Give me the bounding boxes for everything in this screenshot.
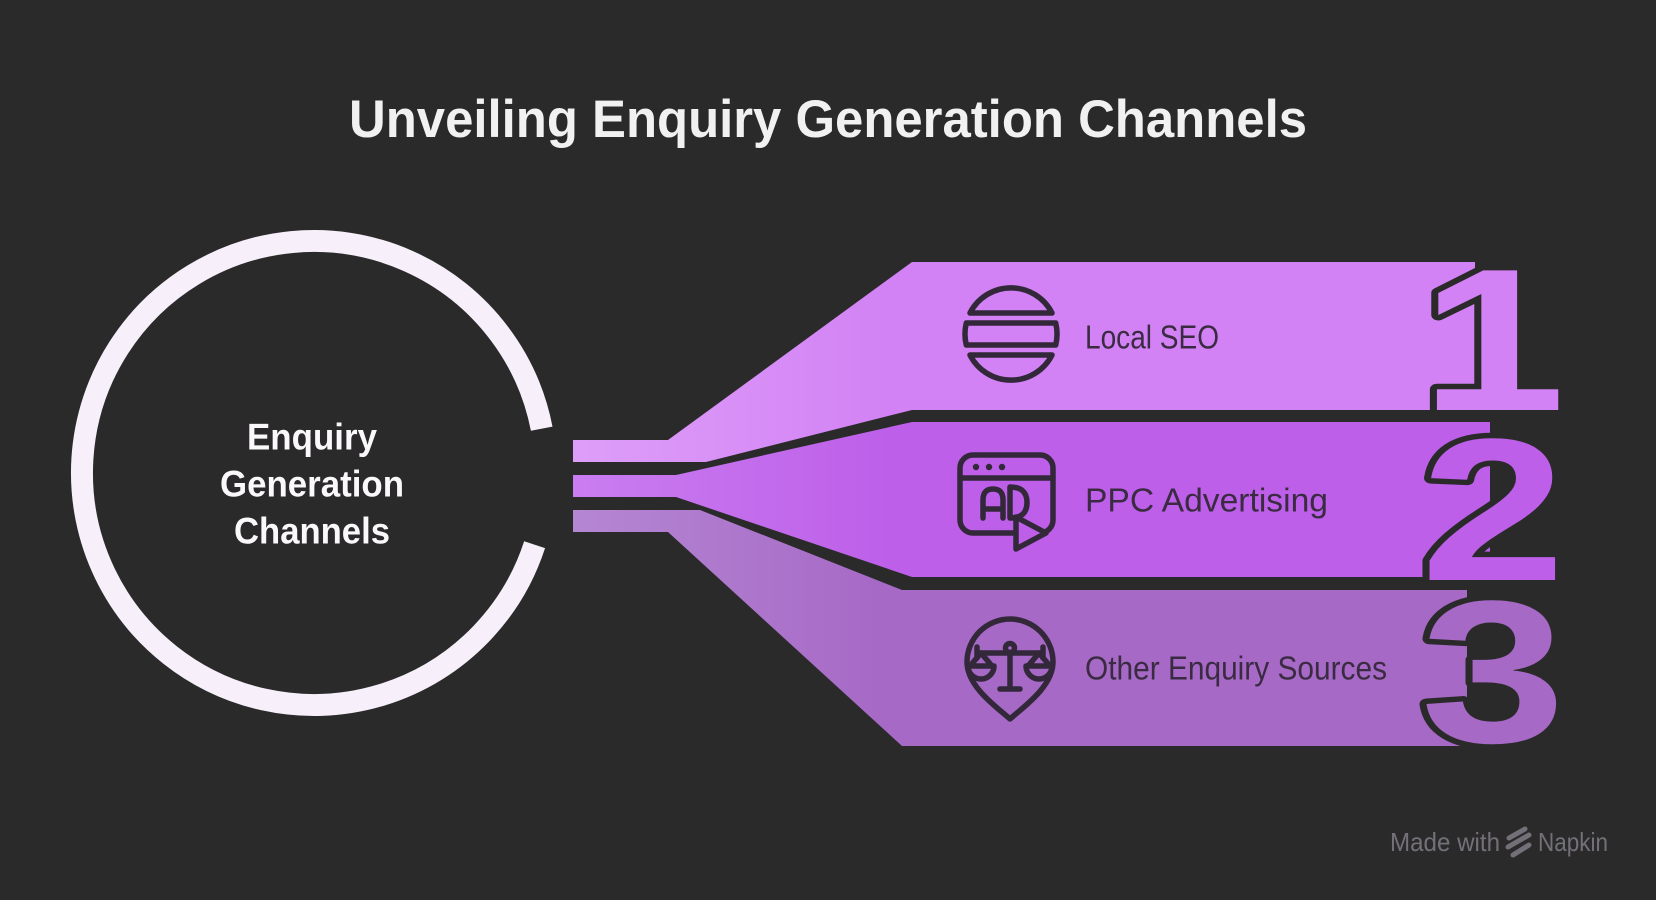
sphere-middle-slice: [962, 320, 1060, 348]
browser-dot: [972, 463, 980, 471]
channel-1-number: 1: [1421, 227, 1566, 454]
scales-left-pan: [965, 650, 997, 682]
scales-map-pin-icon: [964, 616, 1056, 722]
sphere-bottom-slice: [967, 352, 1055, 383]
scales-right-pan: [1023, 650, 1055, 682]
hub-ring: [70, 230, 553, 716]
channel-2-label: PPC Advertising: [1085, 482, 1328, 519]
channel-3-label: Other Enquiry Sources: [1085, 650, 1387, 687]
ad-letter-a: [980, 486, 1006, 521]
channel-1-ribbon: [573, 262, 1475, 462]
page-title: Unveiling Enquiry Generation Channels: [349, 90, 1307, 149]
hub-label: Enquiry Generation Channels: [220, 417, 404, 552]
channel-3-ribbon: [573, 510, 1467, 746]
channel-1-label: Local SEO: [1085, 319, 1219, 356]
sliced-sphere-icon: [962, 285, 1060, 383]
napkin-logo: [1505, 826, 1532, 858]
hub-label-line-1: Enquiry: [247, 417, 377, 458]
ad-browser-play-icon: [957, 452, 1056, 552]
napkin-logo-stripe: [1506, 826, 1528, 841]
play-icon: [1013, 514, 1049, 552]
channel-2-ribbon: [573, 422, 1490, 577]
watermark-brand: Napkin: [1538, 827, 1608, 857]
napkin-logo-stripe: [1510, 842, 1532, 858]
scales-post: [997, 651, 1023, 692]
hub-label-line-2: Generation: [220, 464, 404, 505]
sphere-top-slice: [967, 285, 1055, 316]
watermark-made-with: Made with: [1390, 827, 1500, 857]
browser-dot: [998, 463, 1006, 471]
channel-2-number: 2: [1421, 397, 1566, 624]
hub-label-line-3: Channels: [234, 511, 390, 552]
browser-dot: [985, 463, 993, 471]
watermark: Made with Napkin: [1390, 826, 1608, 858]
channel-3-number: 3: [1421, 559, 1566, 786]
browser-window-frame: [957, 452, 1056, 536]
napkin-logo-stripe: [1505, 832, 1532, 850]
